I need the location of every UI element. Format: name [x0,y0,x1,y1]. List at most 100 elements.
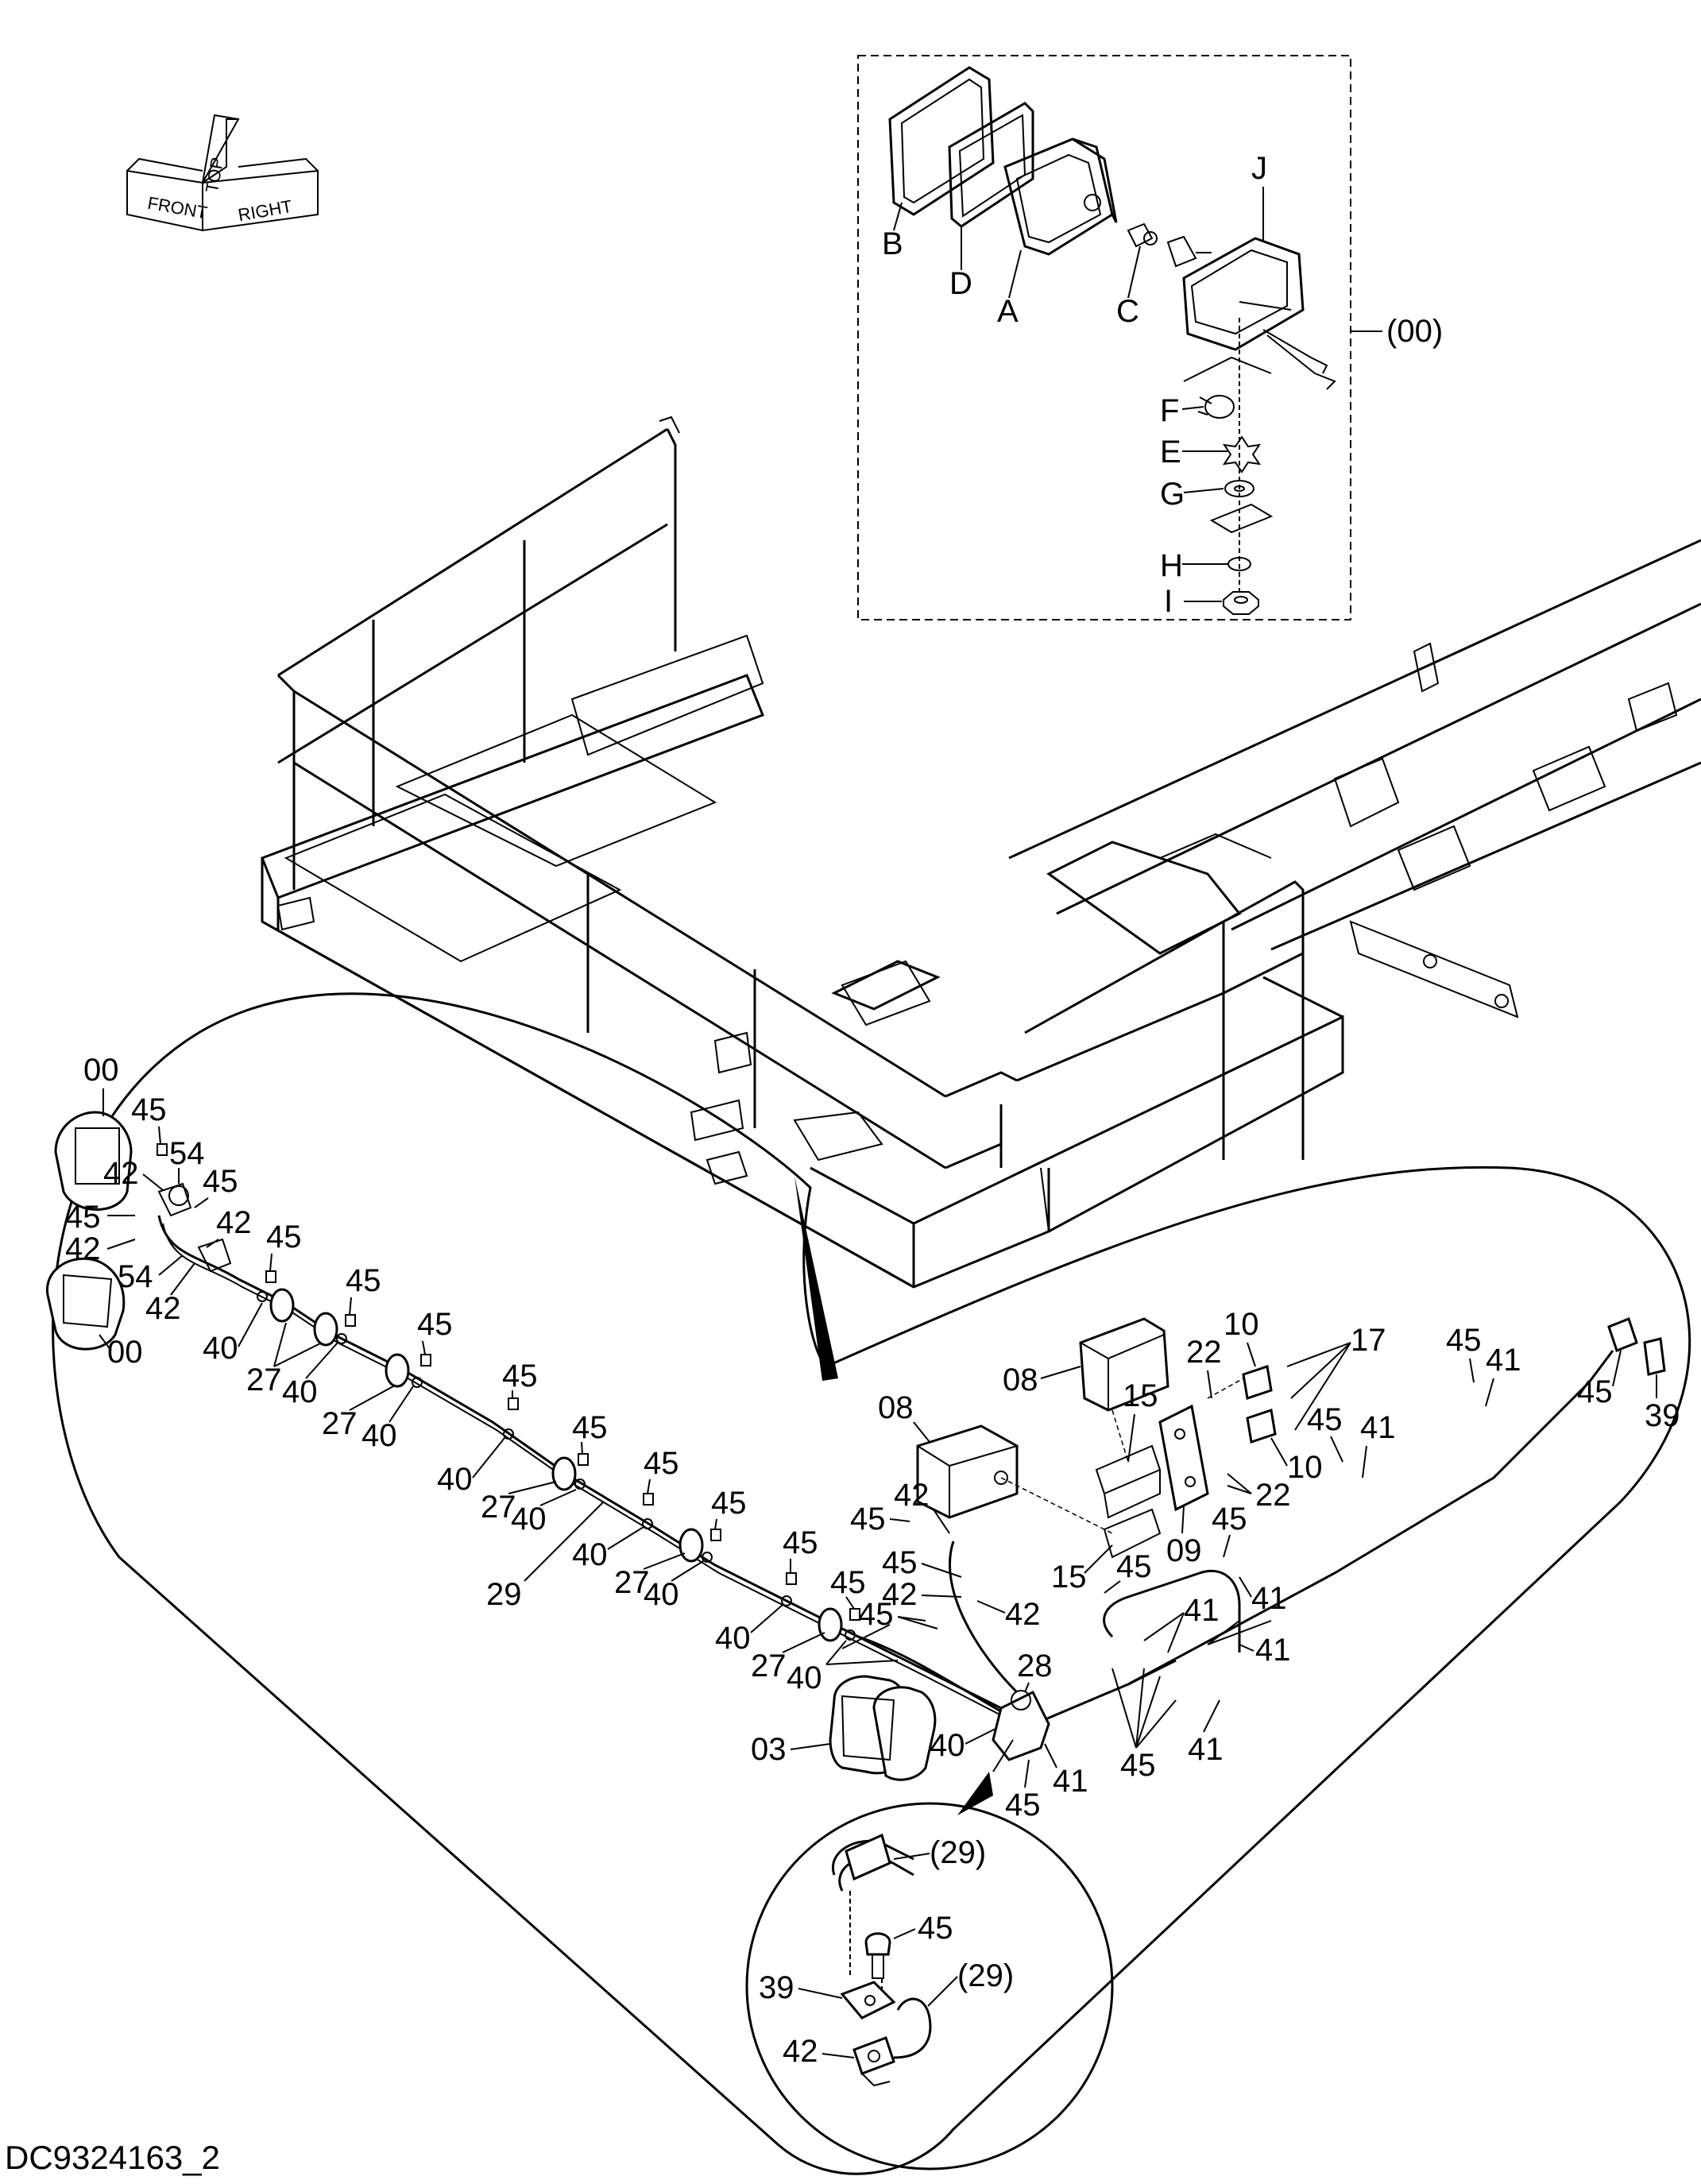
orientation-front: FRONT [146,193,209,223]
lamp-03 [829,1675,937,1781]
callout-45-t: 45 [1577,1374,1613,1409]
circle-detail [745,1739,1114,2170]
part-e-washer [1222,435,1262,474]
callout-45-d: 45 [266,1220,302,1254]
callout-45-f: 45 [417,1307,453,1342]
callout-41-d: 41 [1184,1593,1220,1628]
callout-27-e: 27 [751,1649,787,1683]
callout-42-a: 42 [103,1156,139,1191]
letter-a: A [997,294,1019,329]
bolts [157,1143,860,1621]
callout-10-b: 10 [1287,1450,1323,1485]
callout-40-i: 40 [787,1660,822,1695]
letter-c: C [1116,294,1139,329]
callout-08-b: 08 [1003,1363,1038,1397]
callout-22-b: 22 [1255,1478,1291,1513]
callout-08-a: 08 [878,1390,914,1425]
callout-41-e: 41 [1255,1633,1291,1668]
letter-e: E [1160,435,1181,470]
callout-45-e: 45 [346,1263,381,1298]
callout-45-p: 45 [1307,1402,1343,1437]
callout-09: 09 [1166,1533,1202,1568]
callout-40-j: 40 [930,1728,965,1763]
lamp-00-lower [46,1257,126,1351]
callout-29-paren-a: (29) [930,1835,986,1870]
detail-box: J B D A C F E G H I (00) [857,55,1443,620]
letter-b: B [882,226,903,261]
callout-41-f: 41 [1188,1732,1224,1767]
callout-45-u: 45 [1120,1748,1156,1783]
callout-41-b: 41 [1251,1581,1287,1616]
callout-28: 28 [1017,1649,1053,1683]
callout-45-i: 45 [644,1446,679,1481]
callout-45-w: 45 [918,1911,953,1946]
callout-45-l: 45 [830,1565,866,1600]
assembly-label: (00) [1386,314,1443,349]
harness-items [46,1111,1666,1781]
callout-27-a: 27 [246,1363,282,1397]
callout-45-a: 45 [131,1092,167,1127]
callout-40-f: 40 [572,1537,608,1572]
part-j-body [1182,237,1336,390]
callout-03: 03 [751,1732,787,1767]
machine-structure [261,416,1701,1289]
callout-45-o: 45 [882,1545,918,1580]
callout-42-f: 42 [882,1577,918,1612]
callout-00-lower: 00 [107,1335,143,1370]
callout-40-c: 40 [361,1418,397,1453]
callout-45-b: 45 [203,1164,238,1199]
callout-40-h: 40 [715,1621,751,1656]
callout-41-g: 41 [1053,1764,1088,1799]
drawing-id: DC9324163_2 [5,2139,220,2176]
harness-detail-outline [52,992,1691,2175]
callout-39-b: 39 [759,1970,794,2005]
callout-45-r: 45 [1116,1549,1152,1584]
callout-15-b: 15 [1051,1560,1087,1595]
callout-42-g: 42 [1005,1597,1041,1632]
orientation-right: RIGHT [237,196,294,226]
callout-45-g: 45 [502,1359,538,1394]
orientation-symbol: TOP FRONT RIGHT [126,114,319,232]
letter-j: J [1251,151,1267,186]
callout-10-a: 10 [1224,1307,1259,1342]
callout-41-a: 41 [1360,1410,1396,1445]
box-08-right [1079,1317,1169,1412]
callout-27-d: 27 [614,1565,650,1600]
part-b-frame [888,66,995,216]
callout-labels: 00 00 45 54 42 45 45 42 42 54 42 45 45 4… [65,1053,1680,2069]
callout-45-h: 45 [572,1410,608,1445]
callout-42-e: 42 [894,1478,930,1513]
callout-39-a: 39 [1645,1398,1680,1433]
callout-45-q: 45 [1212,1502,1247,1537]
callout-29: 29 [486,1577,522,1612]
callout-45-k: 45 [783,1525,818,1560]
callout-45-n: 45 [850,1502,886,1537]
callout-00-upper: 00 [83,1053,119,1088]
callout-15-a: 15 [1123,1378,1158,1413]
deck-plates [284,634,764,963]
callout-40-b: 40 [282,1374,318,1409]
callout-42-c: 42 [65,1231,101,1266]
letter-i: I [1164,584,1173,619]
box-08-left [916,1424,1019,1519]
part-a-lens [1003,137,1118,256]
callout-22-a: 22 [1186,1335,1222,1370]
callout-40-d: 40 [437,1462,473,1497]
callout-41-c: 41 [1486,1343,1521,1378]
callout-54-b: 54 [118,1259,153,1294]
callout-42-h: 42 [783,2034,818,2069]
part-f-screw [1197,395,1235,419]
callout-45-v: 45 [1005,1788,1041,1823]
callout-45-c: 45 [65,1200,101,1235]
callout-27-c: 27 [481,1490,516,1525]
callout-29-paren-b: (29) [957,1958,1014,1993]
clips [257,1291,856,1641]
callout-40-a: 40 [203,1331,238,1366]
callout-45-s: 45 [1446,1323,1482,1358]
lamp-00-upper [54,1111,133,1211]
letter-d: D [949,266,972,301]
callout-42-b: 42 [216,1205,252,1240]
part-i-nut [1223,591,1259,615]
letter-g: G [1160,477,1185,512]
